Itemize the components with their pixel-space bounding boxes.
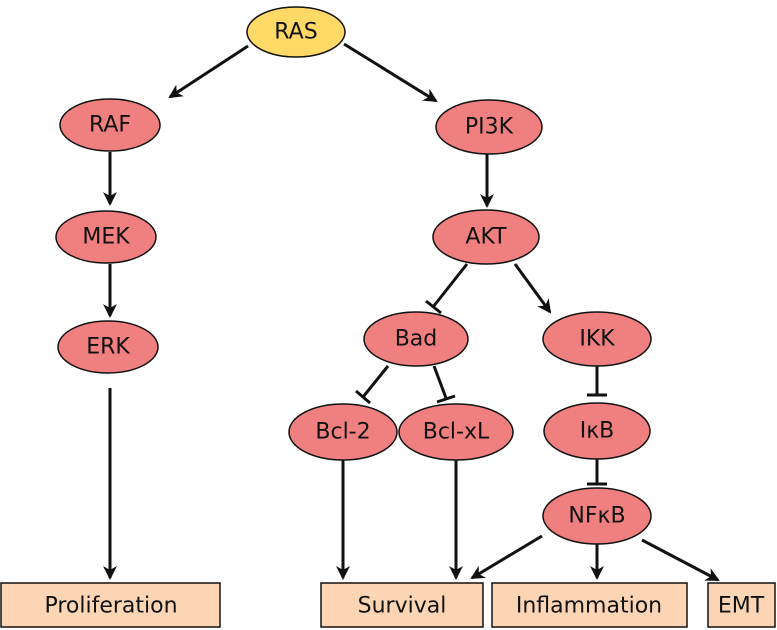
node-raf-shape: [59, 98, 161, 152]
outcome-inflammation: Inflammation: [491, 582, 688, 628]
outcomes: Proliferation Survival Inflammation EMT: [0, 582, 776, 628]
outcome-survival: Survival: [320, 582, 484, 628]
node-pi3k: PI3K: [435, 99, 543, 155]
node-ikb: IκB: [543, 402, 651, 460]
edge-akt-ikk: [513, 263, 552, 314]
nodes: RAS RAF MEK ERK PI3K AKT Bad IKK: [55, 6, 652, 545]
node-akt: AKT: [432, 209, 540, 265]
node-nfkb-label: NFκB: [568, 504, 625, 529]
edge-akt-bad: [425, 263, 469, 315]
node-bclxl: Bcl-xL: [398, 403, 514, 461]
node-ikb-label: IκB: [580, 419, 615, 444]
edge-ras-pi3k: [343, 42, 438, 103]
node-bcl2: Bcl-2: [288, 403, 398, 461]
node-bad: Bad: [363, 311, 469, 367]
node-bclxl-label: Bcl-xL: [423, 420, 490, 445]
node-pi3k-label: PI3K: [465, 115, 514, 140]
node-mek-shape: [55, 210, 157, 264]
node-nfkb: NFκB: [542, 487, 652, 545]
edge-nfkb-emt: [641, 538, 720, 582]
node-nfkb-shape: [542, 487, 652, 545]
outcome-survival-label: Survival: [358, 594, 447, 619]
edge-ikb-nfkb: [587, 459, 607, 486]
outcome-survival-box: [320, 582, 484, 628]
outcome-emt: EMT: [707, 582, 776, 628]
outcome-inflammation-box: [491, 582, 688, 628]
node-erk: ERK: [57, 320, 159, 374]
node-ikb-shape: [543, 402, 651, 460]
node-mek-label: MEK: [82, 225, 130, 250]
edges: [103, 42, 720, 582]
node-ras-shape: [246, 6, 346, 58]
node-akt-label: AKT: [465, 225, 507, 250]
node-erk-label: ERK: [86, 335, 130, 360]
node-ras-label: RAS: [274, 20, 317, 45]
edge-ras-raf: [168, 44, 249, 99]
node-erk-shape: [57, 320, 159, 374]
node-ikk-label: IKK: [579, 327, 615, 352]
node-bad-label: Bad: [395, 327, 438, 352]
node-pi3k-shape: [435, 99, 543, 155]
edge-bad-bcl2: [355, 365, 390, 405]
node-bclxl-shape: [398, 403, 514, 461]
outcome-emt-box: [707, 582, 776, 628]
node-bcl2-shape: [288, 403, 398, 461]
outcome-inflammation-label: Inflammation: [516, 594, 662, 619]
node-ikk-shape: [542, 311, 652, 367]
outcome-emt-label: EMT: [718, 594, 765, 619]
node-raf-label: RAF: [89, 113, 131, 138]
node-ikk: IKK: [542, 311, 652, 367]
node-raf: RAF: [59, 98, 161, 152]
node-bad-shape: [363, 311, 469, 367]
node-ras: RAS: [246, 6, 346, 58]
node-bcl2-label: Bcl-2: [315, 420, 370, 445]
node-mek: MEK: [55, 210, 157, 264]
edge-nfkb-survival: [470, 534, 543, 580]
outcome-proliferation: Proliferation: [0, 582, 221, 628]
edge-bad-bclxl: [432, 365, 456, 404]
node-akt-shape: [432, 209, 540, 265]
outcome-proliferation-label: Proliferation: [44, 594, 177, 619]
outcome-proliferation-box: [0, 582, 221, 628]
edge-ikk-ikb: [587, 365, 607, 397]
